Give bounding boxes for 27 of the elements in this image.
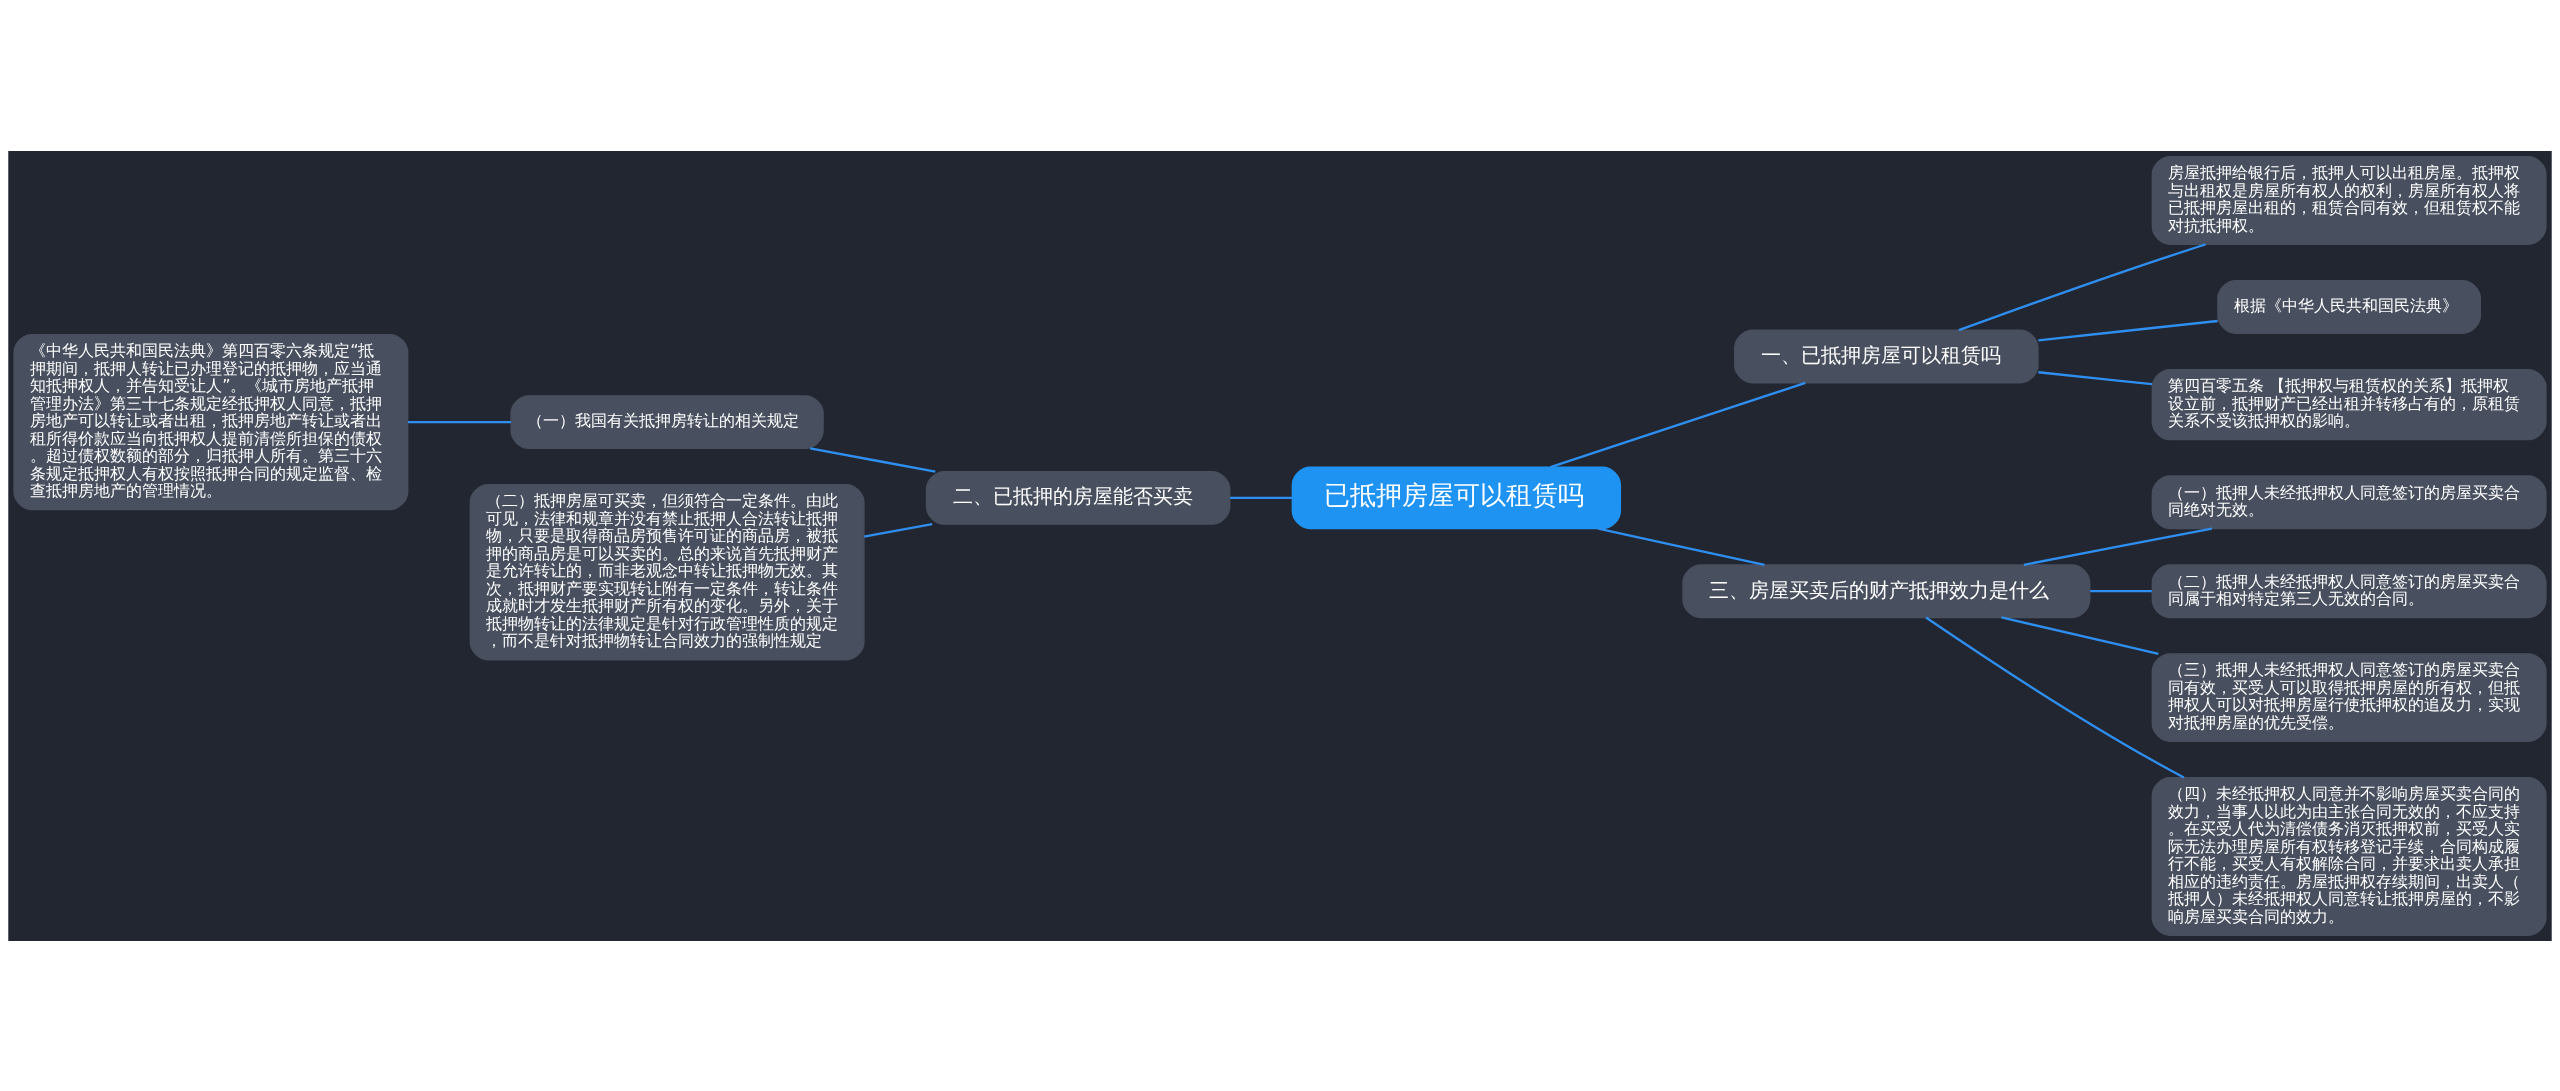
connector <box>1230 496 1293 499</box>
connector <box>407 420 512 423</box>
node-box: （四）未经抵押权人同意并不影响房屋买卖合同的效力，当事人以此为由主张合同无效的，不应支持。在买受人代为清偿债务消灭抵押权前，买受人实际无法办理房屋所有权转移登记手续，合同构成履行不能，买受人有权解除合同，并要求出卖人承担相应的违约责任。房屋抵押权存续期间，出卖人（抵押人）未经抵押权人同意转让抵押房屋的，不影响房屋买卖合同的效力。 <box>2151 776 2547 936</box>
connector <box>1550 381 1806 468</box>
connector <box>1598 526 1765 566</box>
connector <box>809 446 936 473</box>
node-box: 第四百零五条 【抵押权与租赁权的关系】抵押权设立前，抵押财产已经出租并转移占有的，原租赁关系不受该抵押权的影响。 <box>2151 368 2547 440</box>
node-box: 房屋抵押给银行后，抵押人可以出租房屋。抵押权与出租权是房屋所有权人的权利，房屋所有权人将已抵押房屋出租的，租赁合同有效，但租赁权不能对抗抵押权。 <box>2151 155 2547 245</box>
node-box: （三）抵押人未经抵押权人同意签订的房屋买卖合同有效，买受人可以取得抵押房屋的所有权，但抵押权人可以对抵押房屋行使抵押权的追及力，实现对抵押房屋的优先受偿。 <box>2151 652 2547 742</box>
node-box: 《中华人民共和国民法典》第四百零六条规定“抵押期间，抵押人转让已办理登记的抵押物，应当通知抵押权人，并告知受让人”。《城市房地产抵押管理办法》第三十七条规定经抵押权人同意，抵押房地产可以转让或者出租，抵押房地产转让或者出租所得价款应当向抵押权人提前清偿所担保的债权。超过债权数额的部分，归抵押人所有。第三十六条规定抵押权人有权按照抵押合同的规定监督、检查抵押房地产的管理情况。 <box>13 333 409 510</box>
node-box: （一）我国有关抵押房转让的相关规定 <box>510 394 824 449</box>
node-box: （一）抵押人未经抵押权人同意签订的房屋买卖合同绝对无效。 <box>2151 474 2547 529</box>
connector <box>2038 370 2153 385</box>
node-box: 根据《中华人民共和国民法典》 <box>2217 279 2482 334</box>
connector <box>2038 319 2218 341</box>
connector <box>1925 616 2185 778</box>
connector <box>1958 242 2206 331</box>
connector <box>2001 615 2159 655</box>
node-box: 已抵押房屋可以租赁吗 <box>1291 466 1622 529</box>
connector <box>864 522 933 538</box>
node-box: 一、已抵押房屋可以租赁吗 <box>1734 329 2039 383</box>
node-box: 二、已抵押的房屋能否买卖 <box>925 470 1231 525</box>
connector <box>2023 526 2213 566</box>
node-box: 三、房屋买卖后的财产抵押效力是什么 <box>1682 563 2091 618</box>
connector <box>2090 589 2152 592</box>
node-box: （二）抵押人未经抵押权人同意签订的房屋买卖合同属于相对特定第三人无效的合同。 <box>2151 563 2547 618</box>
node-box: （二）抵押房屋可买卖，但须符合一定条件。由此可见，法律和规章并没有禁止抵押人合法转让抵押物，只要是取得商品房预售许可证的商品房，被抵押的商品房是可以买卖的。总的来说首先抵押财产是允许转让的，而非老观念中转让抵押物无效。其次，抵押财产要实现转让附有一定条件，转让条件成就时才发生抵押财产所有权的变化。另外，关于抵押物转让的法律规定是针对行政管理性质的规定，而不是针对抵押物转让合同效力的强制性规定 <box>469 483 865 660</box>
